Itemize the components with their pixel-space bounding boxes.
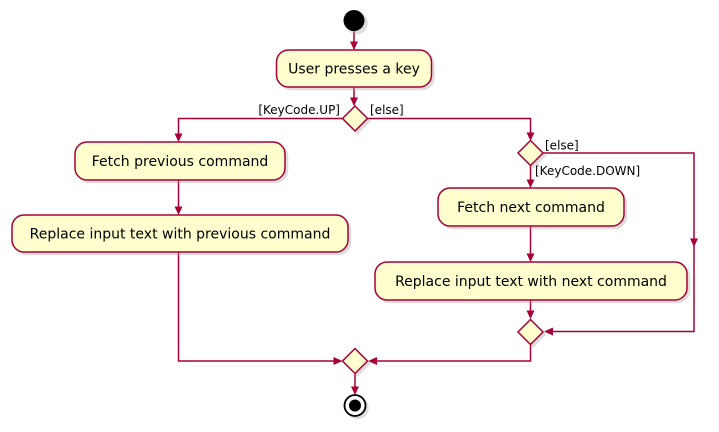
arrowhead-left-icon <box>544 327 553 336</box>
arrowhead-down-icon <box>526 253 535 262</box>
diamond-decision-icon <box>516 139 545 167</box>
final-state-dot-icon <box>349 399 361 412</box>
edge-label-keycode-down: [KeyCode.DOWN] <box>535 164 640 178</box>
edge-labels: [KeyCode.UP] [else] [else] [KeyCode.DOWN… <box>258 103 640 178</box>
initial-state-icon <box>343 10 365 31</box>
arrowheads <box>174 41 698 395</box>
activity-fetch-previous-command: Fetch previous command <box>74 141 289 184</box>
arrowhead-down-icon <box>350 97 358 106</box>
arrowhead-down-icon <box>351 386 359 395</box>
activity-box <box>374 261 688 301</box>
arrowhead-right-icon <box>333 357 343 365</box>
edge-label-else-first: [else] <box>370 103 404 117</box>
arrowhead-down-icon <box>526 179 535 188</box>
edge-label-else-second: [else] <box>545 139 579 153</box>
arrowhead-down-icon <box>526 310 535 319</box>
arrowhead-down-icon <box>690 238 698 247</box>
arrowhead-left-icon <box>368 357 377 365</box>
decision1-key-direction <box>341 104 372 135</box>
decision2-keycode-down <box>516 139 547 170</box>
arrowhead-down-icon <box>174 206 183 215</box>
activity-box <box>275 49 433 88</box>
arrowhead-down-icon <box>526 132 535 141</box>
edge-decision2-else-to-merge <box>542 152 695 333</box>
edge-merge-to-final-merge <box>371 344 532 362</box>
activity-label: Replace input text with next command <box>395 274 667 290</box>
edge-decision1-else-to-decision2 <box>367 117 532 139</box>
diamond-decision-icon <box>341 347 369 375</box>
activity-box <box>437 187 625 227</box>
activity-label: Fetch next command <box>457 200 605 216</box>
activity-box <box>74 141 286 181</box>
arrowhead-down-icon <box>350 41 358 50</box>
diamond-decision-icon <box>516 318 545 346</box>
edge-replace-previous-to-final-merge <box>177 252 340 362</box>
activity-label: Replace input text with previous command <box>30 227 331 243</box>
arrowhead-down-icon <box>174 133 183 142</box>
activity-replace-input-next: Replace input text with next command <box>374 261 691 304</box>
activity-label: User presses a key <box>288 62 420 78</box>
end-node <box>343 394 369 420</box>
diamond-decision-icon <box>341 104 369 133</box>
activity-label: Fetch previous command <box>92 154 269 170</box>
merge-diamond-right <box>516 318 547 349</box>
edge-label-keycode-up: [KeyCode.UP] <box>258 103 340 117</box>
start-node <box>343 10 368 35</box>
edge-decision1-keycodeup-to-fetch-previous <box>177 117 343 140</box>
activity-box <box>11 214 349 253</box>
activity-fetch-next-command: Fetch next command <box>437 187 628 230</box>
final-merge-diamond <box>341 347 372 378</box>
activity-user-presses-a-key: User presses a key <box>275 49 435 91</box>
activity-replace-input-previous: Replace input text with previous command <box>11 214 352 256</box>
